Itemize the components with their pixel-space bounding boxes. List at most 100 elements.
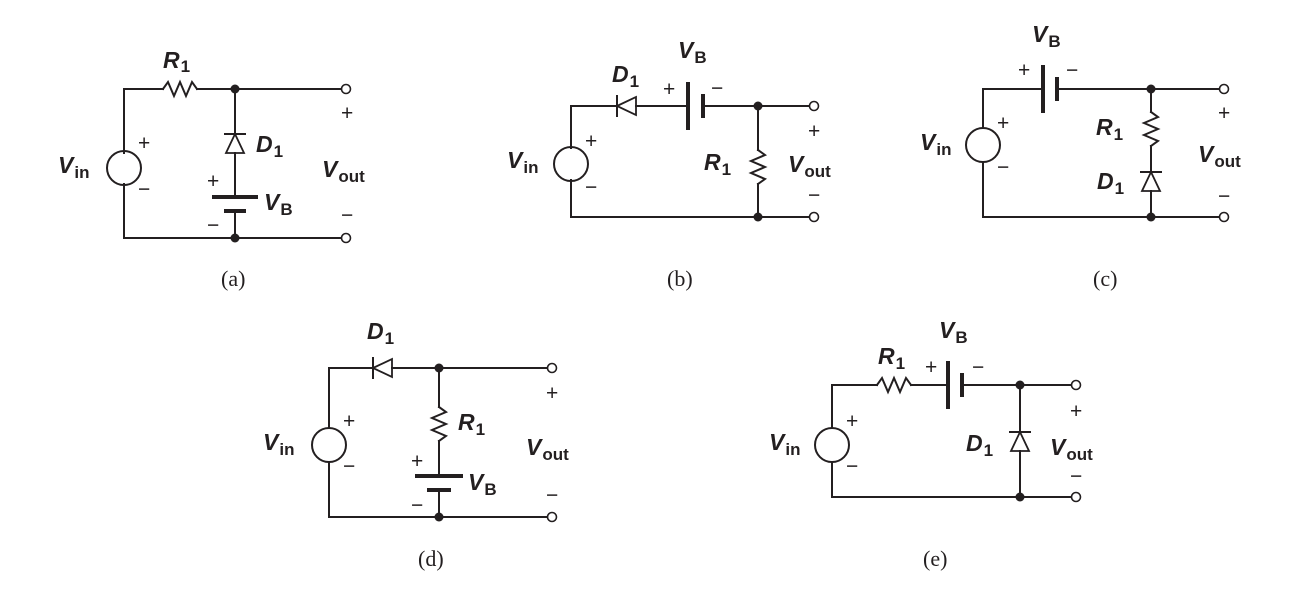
- resistor-r1: [1141, 110, 1161, 148]
- r1-label: R1: [704, 149, 731, 179]
- d1-label: D1: [1097, 168, 1124, 198]
- battery-vb: [212, 195, 258, 213]
- vb-label: VB: [678, 37, 707, 67]
- resistor-r1: [875, 375, 913, 395]
- junction-dot: [1146, 84, 1156, 94]
- output-terminal: [340, 232, 352, 244]
- diode-d1: [614, 95, 637, 117]
- wire: [328, 461, 551, 518]
- diode-d1: [1009, 429, 1031, 452]
- wire: [570, 105, 617, 149]
- voltage-source-vin: [311, 427, 347, 463]
- minus-sign: −: [711, 77, 723, 100]
- plus-sign: +: [808, 120, 820, 143]
- resistor-r1: [429, 405, 449, 443]
- minus-sign: −: [546, 484, 558, 507]
- diode-d1: [1140, 169, 1162, 192]
- plus-sign: +: [138, 132, 150, 155]
- caption: (c): [1093, 266, 1117, 291]
- plus-sign: +: [341, 102, 353, 125]
- minus-sign: −: [138, 178, 150, 201]
- output-terminal: [1070, 491, 1082, 503]
- junction-dot: [753, 212, 763, 222]
- output-terminal: [808, 211, 820, 223]
- battery-vb: [686, 82, 705, 130]
- circuit-d: D1 R1 VB Vin Vout + − + − + − (d): [263, 318, 569, 571]
- voltage-source-vin: [106, 150, 142, 186]
- circuit-e: R1 VB D1 Vin Vout + − + − + − (e): [769, 317, 1093, 571]
- output-terminal: [1218, 83, 1230, 95]
- minus-sign: −: [808, 184, 820, 207]
- resistor-r1: [748, 148, 768, 186]
- diode-d1: [224, 131, 246, 154]
- minus-sign: −: [997, 156, 1009, 179]
- plus-sign: +: [925, 356, 937, 379]
- minus-sign: −: [343, 455, 355, 478]
- plus-sign: +: [1018, 59, 1030, 82]
- junction-dot: [230, 233, 240, 243]
- vin-label: Vin: [58, 152, 89, 182]
- output-terminal: [808, 100, 820, 112]
- junction-dot: [1015, 380, 1025, 390]
- junction-dot: [753, 101, 763, 111]
- vb-label: VB: [1032, 21, 1061, 51]
- diode-d1: [370, 357, 393, 379]
- vout-label: Vout: [788, 151, 831, 181]
- circuit-c: VB R1 D1 Vin Vout + − + − + − (c): [920, 21, 1241, 291]
- minus-sign: −: [585, 176, 597, 199]
- r1-label: R1: [458, 409, 485, 439]
- wire: [831, 461, 1075, 498]
- minus-sign: −: [207, 214, 219, 237]
- wire: [831, 384, 878, 429]
- resistor-r1: [161, 79, 199, 99]
- minus-sign: −: [972, 356, 984, 379]
- vin-label: Vin: [769, 429, 800, 459]
- minus-sign: −: [846, 455, 858, 478]
- vb-label: VB: [264, 189, 293, 219]
- voltage-source-vin: [553, 146, 589, 182]
- vout-label: Vout: [526, 434, 569, 464]
- minus-sign: −: [341, 204, 353, 227]
- voltage-source-vin: [814, 427, 850, 463]
- vout-label: Vout: [322, 156, 365, 186]
- plus-sign: +: [1070, 400, 1082, 423]
- battery-vb: [415, 474, 463, 492]
- caption: (e): [923, 546, 947, 571]
- junction-dot: [1146, 212, 1156, 222]
- vin-label: Vin: [263, 429, 294, 459]
- plus-sign: +: [207, 170, 219, 193]
- circuit-a: R1 D1 VB Vin Vout + − + − + − (a): [58, 47, 365, 291]
- d1-label: D1: [612, 61, 639, 91]
- r1-label: R1: [163, 47, 190, 76]
- plus-sign: +: [846, 410, 858, 433]
- circuit-b: VB D1 R1 Vin Vout + − + − + − (b): [507, 37, 831, 291]
- minus-sign: −: [1066, 59, 1078, 82]
- wire: [570, 179, 813, 218]
- wire: [328, 367, 373, 429]
- wire: [123, 183, 347, 239]
- voltage-source-vin: [965, 127, 1001, 163]
- minus-sign: −: [1070, 465, 1082, 488]
- junction-dot: [434, 363, 444, 373]
- vb-label: VB: [468, 469, 497, 499]
- battery-vb: [946, 361, 964, 409]
- d1-label: D1: [966, 430, 993, 460]
- vin-label: Vin: [507, 147, 538, 177]
- output-terminal: [546, 362, 558, 374]
- wire: [982, 161, 1224, 218]
- output-terminal: [546, 511, 558, 523]
- battery-vb: [1041, 65, 1059, 113]
- caption: (a): [221, 266, 245, 291]
- wire: [982, 88, 1041, 129]
- wire: [123, 88, 164, 154]
- output-terminal: [1218, 211, 1230, 223]
- r1-label: R1: [878, 343, 905, 373]
- junction-dot: [1015, 492, 1025, 502]
- minus-sign: −: [411, 494, 423, 517]
- d1-label: D1: [367, 318, 394, 348]
- caption: (b): [667, 266, 693, 291]
- plus-sign: +: [585, 130, 597, 153]
- plus-sign: +: [997, 112, 1009, 135]
- caption: (d): [418, 546, 444, 571]
- junction-dot: [230, 84, 240, 94]
